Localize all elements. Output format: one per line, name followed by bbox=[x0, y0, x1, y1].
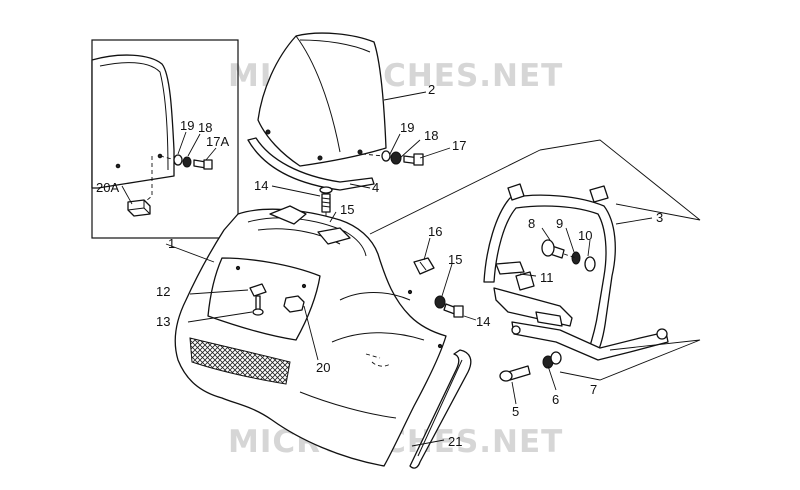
callout-11: 11 bbox=[540, 270, 554, 285]
callout-1: 1 bbox=[168, 236, 175, 251]
callout-6: 6 bbox=[552, 392, 559, 407]
callout-14a: 14 bbox=[254, 178, 268, 193]
callout-18a: 18 bbox=[198, 120, 212, 135]
callout-2: 2 bbox=[428, 82, 435, 97]
callout-19b: 19 bbox=[400, 120, 414, 135]
callout-9: 9 bbox=[556, 216, 563, 231]
clip-nut-part-16 bbox=[413, 257, 435, 275]
front-fairing-part-1 bbox=[174, 205, 447, 467]
callout-10: 10 bbox=[578, 228, 592, 243]
callout-14b: 14 bbox=[476, 314, 490, 329]
callout-labels: 2 19 18 17 4 14 15 1 12 13 20 16 15 14 1… bbox=[96, 82, 663, 449]
callout-19a: 19 bbox=[180, 118, 194, 133]
callout-16: 16 bbox=[428, 224, 442, 239]
callout-8: 8 bbox=[528, 216, 535, 231]
support-frame-part-3 bbox=[483, 183, 669, 361]
callout-21: 21 bbox=[448, 434, 462, 449]
bolt-assembly-8-9-10 bbox=[541, 239, 596, 272]
callout-4: 4 bbox=[372, 180, 379, 195]
callout-7: 7 bbox=[590, 382, 597, 397]
callout-20a: 20A bbox=[96, 180, 119, 195]
callout-17: 17 bbox=[452, 138, 466, 153]
trim-strip-part-21 bbox=[409, 349, 472, 469]
callout-13: 13 bbox=[156, 314, 170, 329]
callout-17a: 17A bbox=[206, 134, 229, 149]
callout-18b: 18 bbox=[424, 128, 438, 143]
windscreen-fasteners bbox=[361, 150, 424, 166]
callout-5: 5 bbox=[512, 404, 519, 419]
seal-strip-part-4 bbox=[247, 137, 375, 191]
bolt-assembly-5-6-7 bbox=[499, 351, 562, 382]
callout-3: 3 bbox=[656, 210, 663, 225]
callout-20: 20 bbox=[316, 360, 330, 375]
callout-15b: 15 bbox=[448, 252, 462, 267]
windscreen-part-2 bbox=[257, 32, 387, 167]
side-screw-part-14 bbox=[434, 295, 464, 318]
callout-15a: 15 bbox=[340, 202, 354, 217]
leader-lines bbox=[121, 91, 701, 447]
inset-detail-box bbox=[91, 39, 239, 239]
callout-12: 12 bbox=[156, 284, 170, 299]
